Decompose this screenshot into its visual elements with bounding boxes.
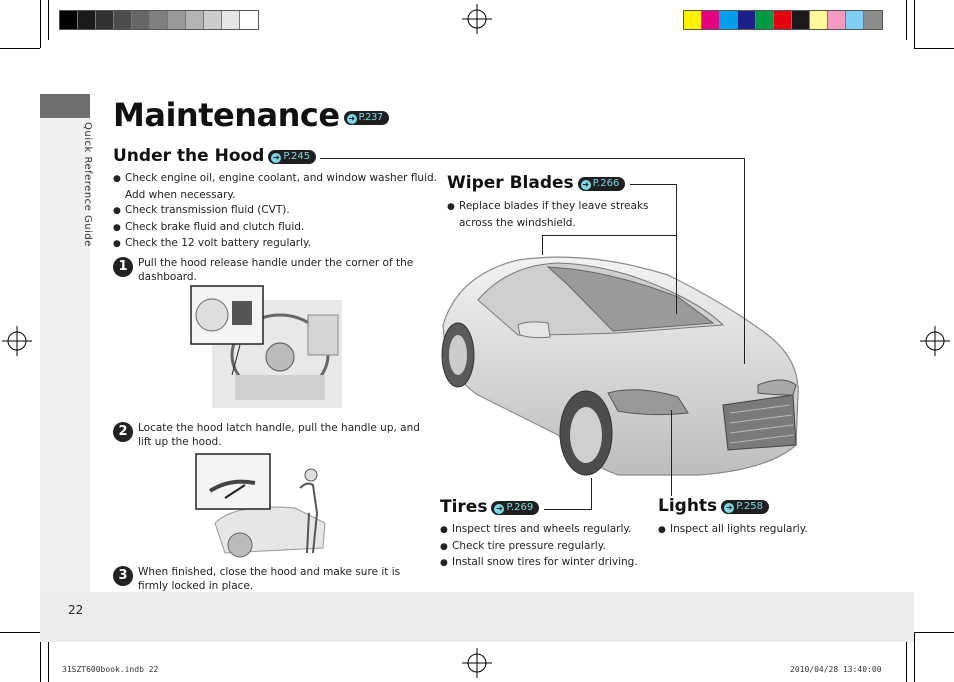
wiper-callout-line [542, 235, 543, 255]
page-number: 22 [68, 603, 84, 617]
crop-mark [40, 632, 41, 682]
tires-callout-line [544, 509, 592, 510]
tires-bullets: Inspect tires and wheels regularly. Chec… [440, 522, 650, 572]
wiper-callout-line [542, 235, 676, 236]
footer-bar [40, 592, 914, 642]
color-swatch [738, 11, 756, 29]
side-tab-label: Quick Reference Guide [82, 122, 93, 247]
color-swatch [60, 11, 78, 29]
color-swatch [684, 11, 702, 29]
hood-latch-illustration [195, 453, 326, 558]
crop-mark [914, 0, 915, 48]
step-number: 3 [113, 566, 133, 586]
tires-callout-line [591, 478, 592, 510]
color-swatch [792, 11, 810, 29]
step-3: 3 When finished, close the hood and make… [113, 565, 428, 593]
color-swatch [702, 11, 720, 29]
cmyk-color-bar [683, 10, 883, 30]
list-item: Check brake fluid and clutch fluid. [113, 220, 438, 237]
color-swatch [78, 11, 96, 29]
crop-mark [48, 642, 49, 682]
list-item: Check engine oil, engine coolant, and wi… [113, 171, 438, 203]
color-swatch [204, 11, 222, 29]
color-swatch [150, 11, 168, 29]
arrow-right-icon: ➜ [271, 153, 282, 163]
arrow-right-icon: ➜ [580, 180, 591, 190]
registration-mark-icon [462, 648, 492, 678]
lights-callout-line [671, 410, 672, 496]
dashboard-illustration [190, 285, 342, 408]
list-item: Check the 12 volt battery regularly. [113, 236, 438, 253]
list-item: Install snow tires for winter driving. [440, 555, 650, 572]
hood-ref-link[interactable]: ➜P.245 [268, 150, 317, 164]
wiper-heading: Wiper Blades➜P.266 [447, 173, 626, 193]
registration-mark-icon [920, 326, 950, 356]
hood-heading: Under the Hood➜P.245 [113, 146, 317, 166]
section-tab [40, 94, 90, 118]
side-strip [40, 118, 90, 592]
color-swatch [240, 11, 258, 29]
list-item: Replace blades if they leave streaks acr… [447, 199, 657, 231]
wiper-callout-line [676, 184, 677, 314]
color-swatch [810, 11, 828, 29]
color-swatch [222, 11, 240, 29]
hood-bullets: Check engine oil, engine coolant, and wi… [113, 171, 438, 253]
crop-mark [914, 632, 954, 633]
color-swatch [96, 11, 114, 29]
print-slug-file: 31SZT600book.indb 22 [62, 665, 159, 674]
list-item: Check transmission fluid (CVT). [113, 203, 438, 220]
crop-mark [906, 642, 907, 682]
lights-heading: Lights➜P.258 [658, 496, 769, 516]
tires-heading: Tires➜P.269 [440, 497, 540, 517]
page-ref-link[interactable]: ➜P.237 [343, 111, 389, 125]
color-swatch [114, 11, 132, 29]
arrow-right-icon: ➜ [346, 114, 357, 124]
wiper-bullets: Replace blades if they leave streaks acr… [447, 199, 657, 231]
color-swatch [720, 11, 738, 29]
color-swatch [132, 11, 150, 29]
crop-mark [914, 632, 915, 682]
crop-mark [906, 0, 907, 40]
color-swatch [774, 11, 792, 29]
step-text: Locate the hood latch handle, pull the h… [138, 422, 420, 448]
hood-callout-line [744, 158, 745, 364]
step-2: 2 Locate the hood latch handle, pull the… [113, 421, 428, 449]
crop-mark [0, 48, 40, 49]
crop-mark [914, 48, 954, 49]
print-slug-date: 2010/04/28 13:40:00 [790, 665, 882, 674]
registration-mark-icon [462, 4, 492, 34]
color-swatch [846, 11, 864, 29]
page-title: Maintenance➜P.237 [113, 96, 389, 134]
hood-callout-line [320, 158, 745, 159]
crop-mark [48, 0, 49, 40]
color-swatch [756, 11, 774, 29]
arrow-right-icon: ➜ [494, 504, 505, 514]
lights-bullets: Inspect all lights regularly. [658, 522, 858, 539]
registration-mark-icon [2, 326, 32, 356]
color-swatch [828, 11, 846, 29]
wiper-callout-line [630, 184, 677, 185]
crop-mark [40, 0, 41, 48]
car-illustration [441, 256, 799, 476]
arrow-right-icon: ➜ [724, 503, 735, 513]
step-text: When finished, close the hood and make s… [138, 566, 401, 592]
step-number: 2 [113, 422, 133, 442]
tires-ref-link[interactable]: ➜P.269 [491, 501, 540, 515]
list-item: Check tire pressure regularly. [440, 539, 650, 556]
list-item: Inspect all lights regularly. [658, 522, 858, 539]
color-swatch [168, 11, 186, 29]
crop-mark [0, 632, 40, 633]
step-1: 1 Pull the hood release handle under the… [113, 256, 428, 284]
wiper-ref-link[interactable]: ➜P.266 [577, 177, 626, 191]
page-title-text: Maintenance [113, 96, 340, 134]
lights-ref-link[interactable]: ➜P.258 [721, 500, 769, 514]
step-text: Pull the hood release handle under the c… [138, 257, 414, 283]
color-swatch [186, 11, 204, 29]
list-item: Inspect tires and wheels regularly. [440, 522, 650, 539]
color-swatch [864, 11, 882, 29]
gray-color-bar [59, 10, 259, 30]
step-number: 1 [113, 257, 133, 277]
